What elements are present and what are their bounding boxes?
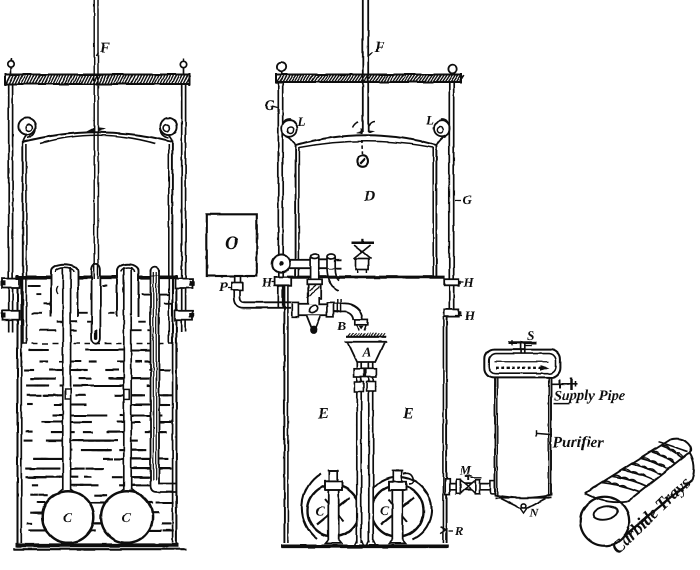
svg-text:H: H [261,275,273,290]
svg-text:O: O [225,233,239,254]
svg-text:A: A [361,344,371,359]
svg-text:G: G [462,192,472,207]
svg-text:H: H [463,275,475,290]
svg-text:N: N [528,506,539,520]
svg-text:C: C [122,510,132,525]
svg-text:E: E [317,405,329,422]
svg-text:Supply Pipe: Supply Pipe [553,388,625,404]
svg-text:C: C [315,503,324,518]
svg-text:M: M [458,462,471,477]
svg-text:D: D [363,188,375,205]
svg-text:Purifier: Purifier [553,434,605,451]
svg-text:R: R [454,524,463,538]
svg-text:F: F [99,40,110,56]
svg-text:G: G [264,99,274,114]
svg-text:H: H [463,308,475,323]
svg-text:C: C [63,510,73,525]
svg-text:P: P [219,279,228,294]
svg-text:L: L [425,112,434,127]
svg-text:L: L [296,114,305,129]
svg-text:S: S [527,328,535,343]
svg-text:B: B [336,318,346,333]
svg-text:E: E [402,405,414,422]
svg-text:C: C [380,503,389,518]
svg-text:F: F [373,40,384,56]
